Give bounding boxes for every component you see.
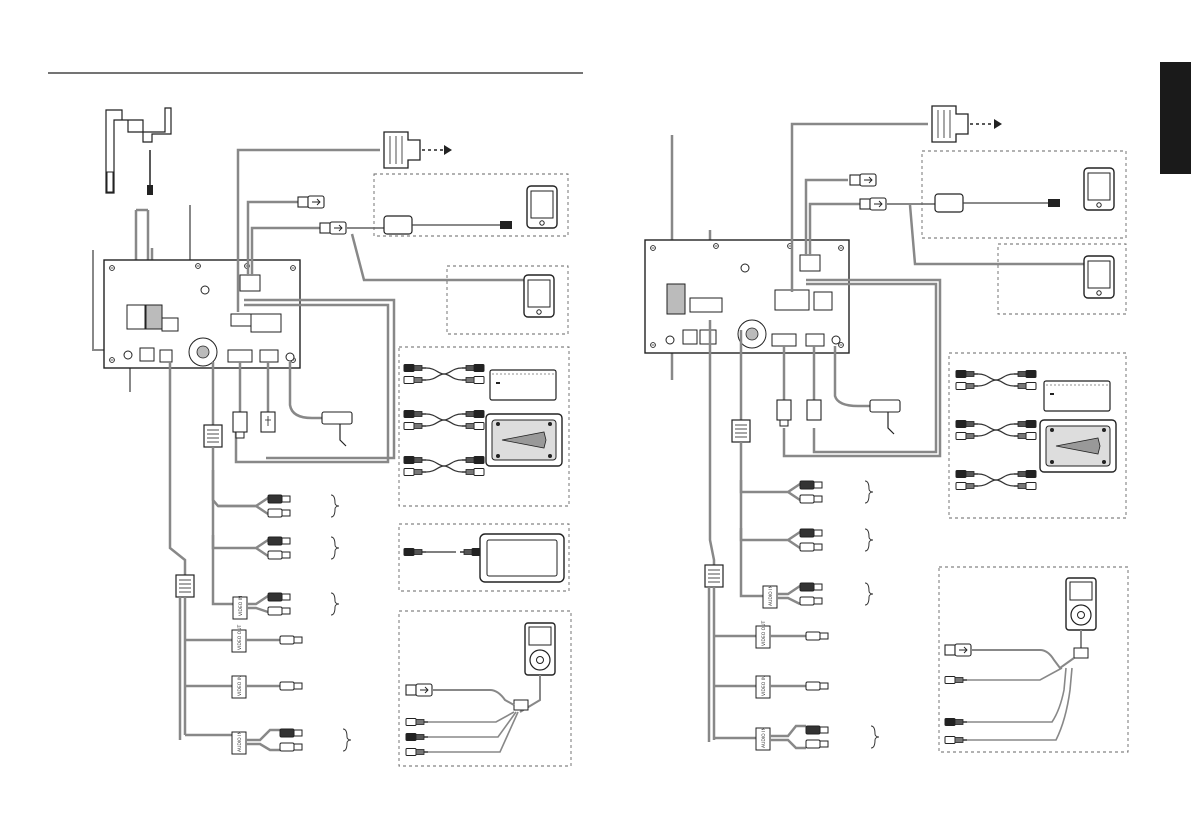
section-tab <box>1160 62 1191 174</box>
mic-jack-icon <box>322 412 352 446</box>
subwoofer-icon <box>486 414 562 466</box>
box-label-3: VIDEO IN <box>237 676 243 696</box>
left-diagram: VIDEO IN VIDEO OUT VIDEO IN AUDIO IN <box>93 108 571 766</box>
amplifier-icon <box>490 370 556 400</box>
left-head-unit <box>104 260 300 368</box>
right-box-label-1: AUDIO IN <box>768 585 774 606</box>
power-connector-icon <box>384 132 452 168</box>
right-box-label-2: VIDEO OUT <box>761 620 767 646</box>
ipod-icon <box>525 623 555 675</box>
antenna-icon <box>106 108 171 195</box>
right-head-unit <box>645 240 849 353</box>
usb-plug-icon <box>298 196 324 208</box>
right-box-label-4: AUDIO IN <box>761 727 767 748</box>
box-label-4: AUDIO IN <box>237 731 243 752</box>
smartphone-icon <box>527 186 557 228</box>
multi-connector-left-lower <box>176 575 194 597</box>
right-diagram: AUDIO IN VIDEO OUT VIDEO IN AUDIO IN <box>645 106 1128 752</box>
power-connector-right <box>932 106 1002 142</box>
box-label-2: VIDEO OUT <box>237 624 243 650</box>
right-box-label-3: VIDEO IN <box>761 676 767 696</box>
monitor-icon <box>480 534 564 582</box>
box-label-1: VIDEO IN <box>238 596 244 616</box>
multi-connector-left-upper <box>204 425 222 447</box>
